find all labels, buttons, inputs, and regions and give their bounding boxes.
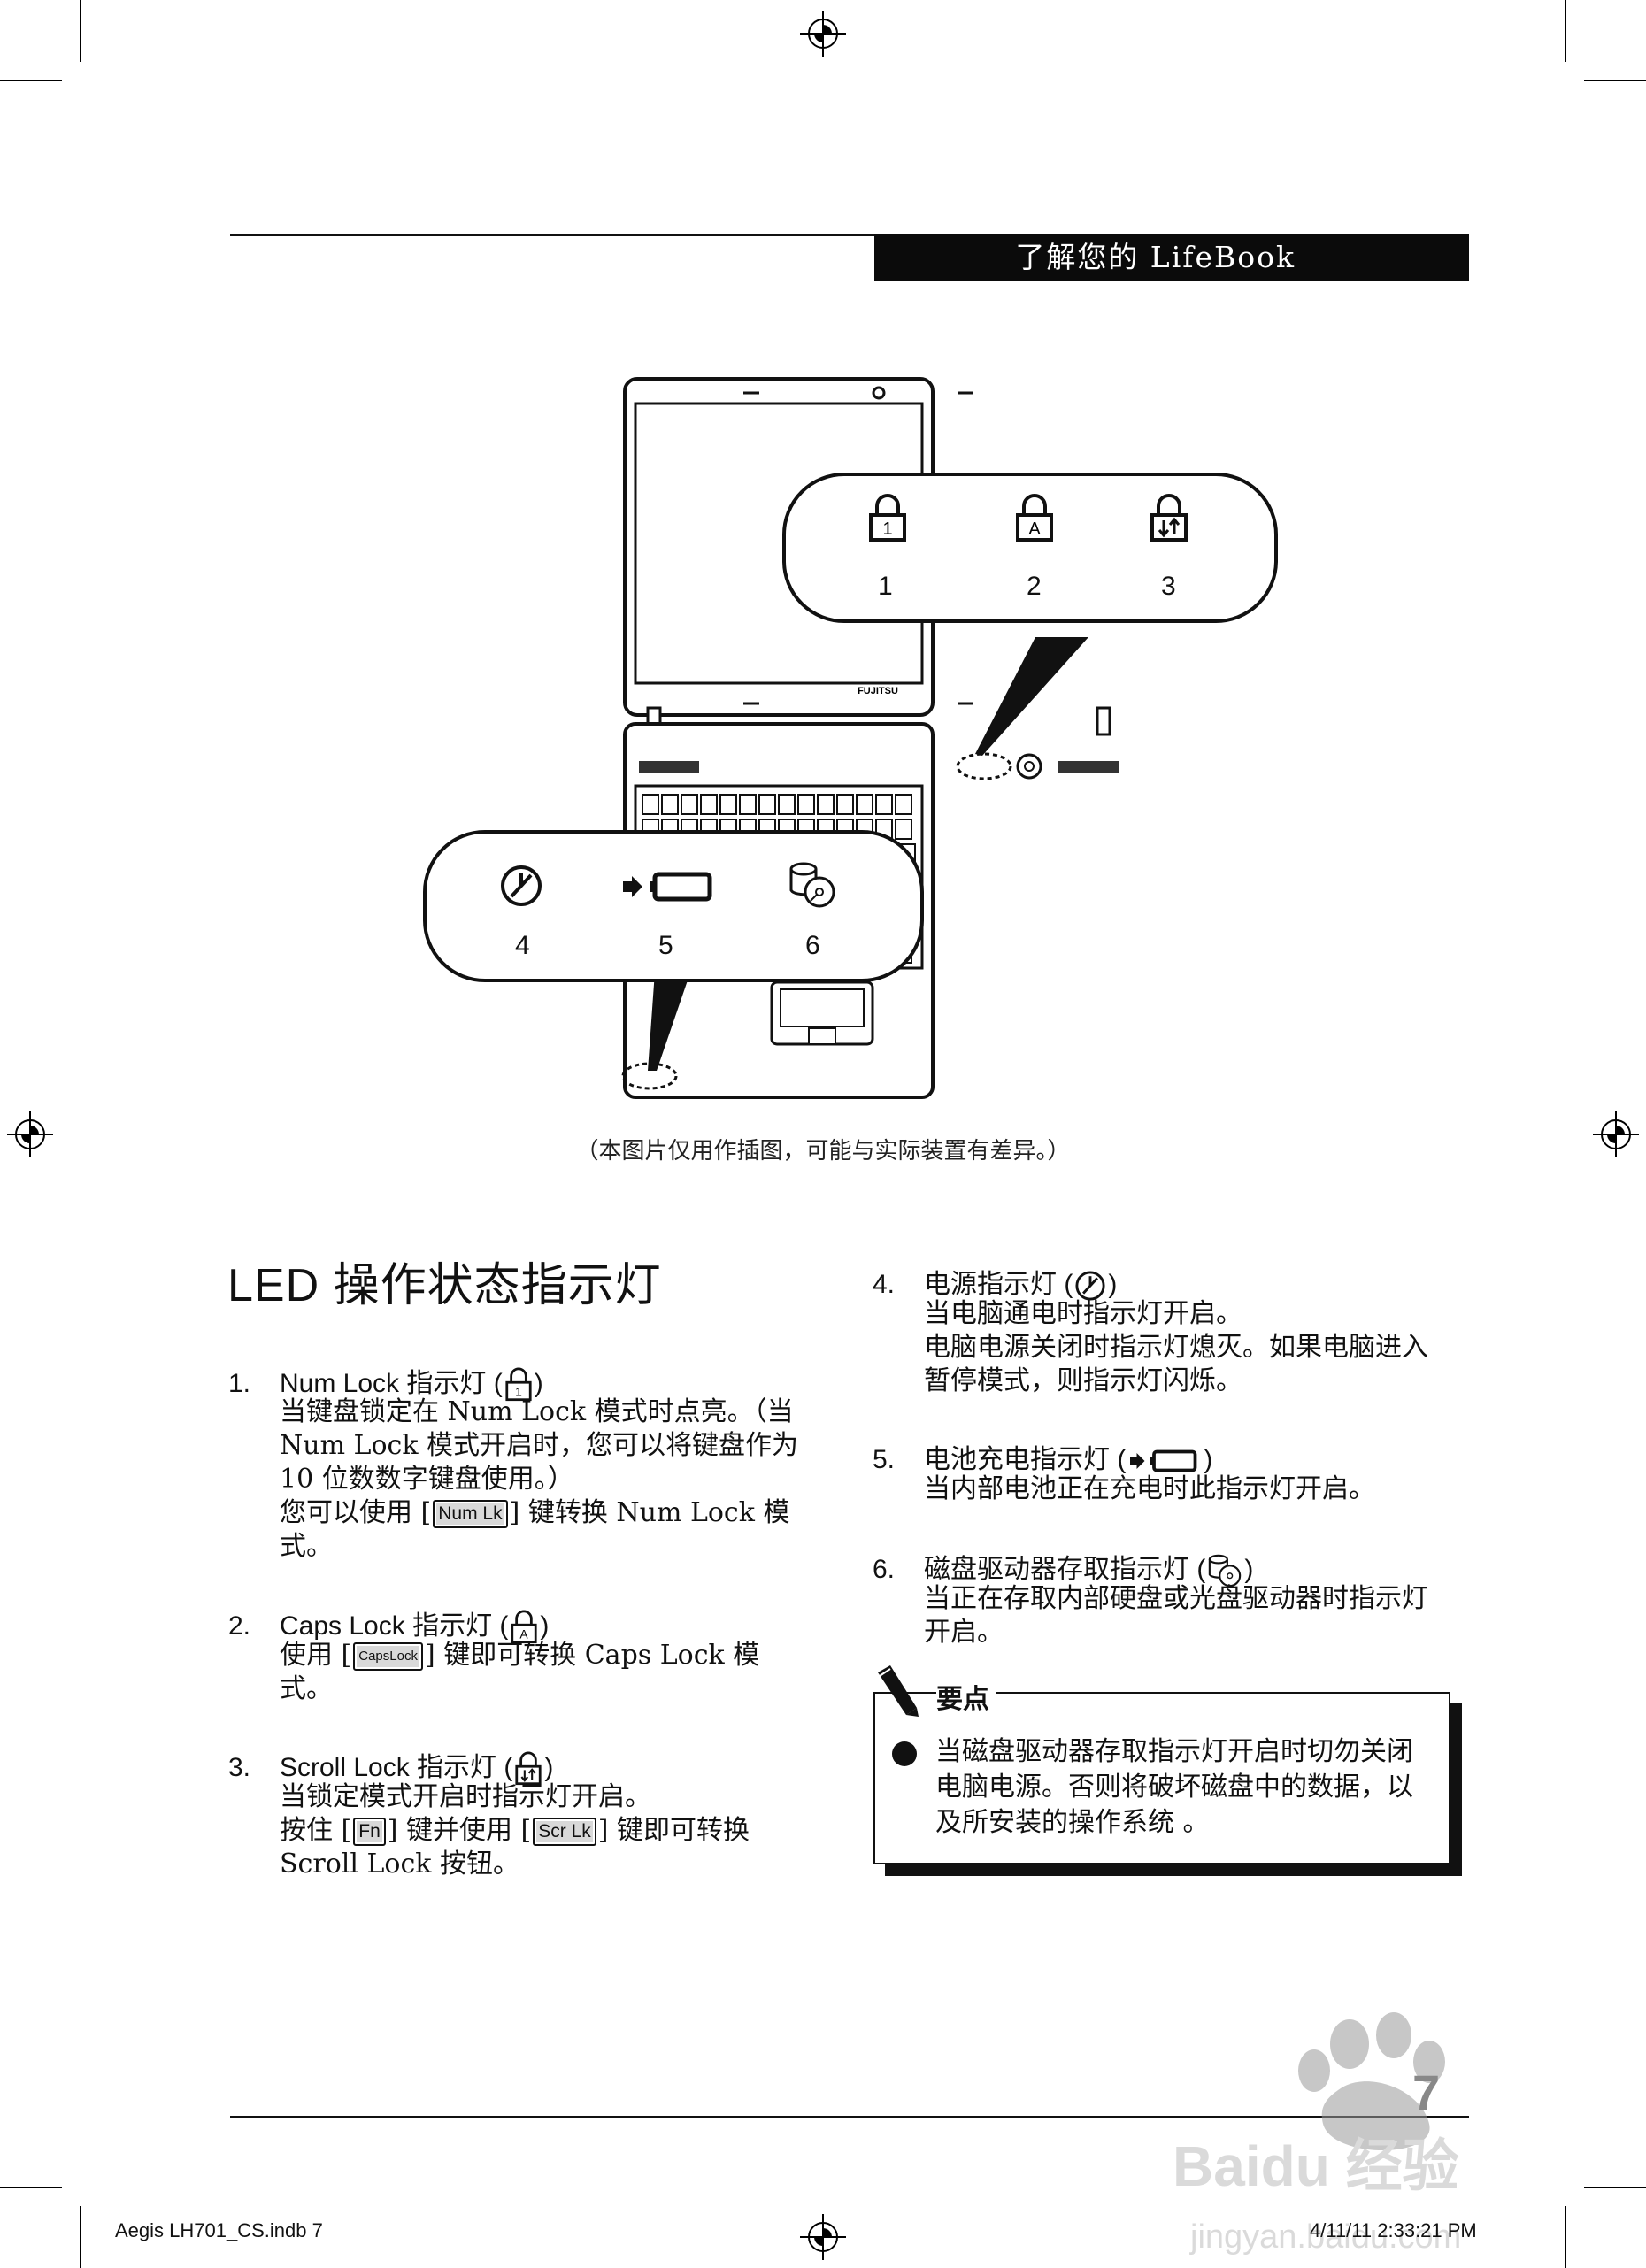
svg-text:A: A [1028,519,1041,539]
num-lk-key: Num Lk [433,1500,508,1528]
indicator-label-3: 3 [1161,572,1176,601]
item-5-body: 当内部电池正在充电时此指示灯开启。 [924,1473,1375,1504]
item-3-body: 当锁定模式开启时指示灯开启。 按住 [Fn] 键并使用 [Scr Lk] 键即可… [280,1781,750,1880]
battery-charge-icon [623,872,712,902]
num-lock-icon: 1 [505,1367,532,1402]
item-4-heading: 4.电源指示灯 () [873,1262,1117,1302]
registration-mark-icon [800,2214,846,2260]
item-6-body: 当正在存取内部硬盘或光盘驱动器时指示灯 开启。 [924,1583,1428,1648]
section-title: LED 操作状态指示灯 [227,1260,662,1311]
crop-mark [1584,2187,1646,2188]
disk-access-icon [789,862,835,908]
keyboard-key [778,794,796,815]
power-icon [501,865,542,906]
keyboard-key [875,794,893,815]
caps-lock-icon: A [1016,494,1053,542]
item-2-heading: 2.Caps Lock 指示灯 (A) [228,1603,549,1645]
crop-mark [1584,80,1646,81]
note-rule [1000,1692,1450,1694]
keyboard-key [719,794,737,815]
pencil-icon [878,1665,919,1717]
indicator-callout-bottom [423,830,924,982]
keyboard-key [681,794,698,815]
watermark-url: jingyan.baidu.com [1189,2218,1461,2256]
registration-mark-icon [7,1111,53,1157]
keyboard-key [758,794,776,815]
scroll-lock-icon [1150,494,1188,542]
brand-label: FUJITSU [858,686,898,696]
keyboard-key [817,794,835,815]
indicator-label-5: 5 [658,931,673,960]
crop-mark [0,80,62,81]
keyboard-key [895,819,912,840]
crop-mark [80,2206,81,2268]
footer-rule [230,2116,1469,2118]
item-5-heading: 5.电池充电指示灯 () [873,1445,1213,1474]
keyboard-key [895,794,912,815]
item-1-body: 当键盘锁定在 Num Lock 模式时点亮。（当 Num Lock 模式开启时，… [280,1396,799,1562]
watermark-brand: Baidu 经验 [1173,2134,1459,2198]
item-1-heading: 1.Num Lock 指示灯 (1) [228,1361,543,1403]
battery-charge-icon [1130,1449,1197,1472]
indicator-label-2: 2 [1027,572,1042,601]
item-4-body: 当电脑通电时指示灯开启。 电脑电源关闭时指示灯熄灭。如果电脑进入 暂停模式，则指… [924,1298,1428,1396]
item-3-heading: 3.Scroll Lock 指示灯 () [228,1745,553,1787]
crop-mark [1565,0,1566,62]
keyboard-key [797,794,815,815]
keyboard-key [836,794,854,815]
power-icon [1075,1271,1105,1301]
num-lock-icon: 1 [869,494,906,542]
indicator-label-6: 6 [805,931,820,960]
svg-text:1: 1 [515,1385,522,1399]
scr-lk-key: Scr Lk [533,1818,596,1846]
keyboard-key [700,794,718,815]
item-2-body: 使用 [CapsLock] 键即可转换 Caps Lock 模 式。 [280,1640,760,1704]
indicator-label-1: 1 [878,572,893,601]
item-6-heading: 6.磁盘驱动器存取指示灯 () [873,1547,1253,1588]
caps-lock-key: CapsLock [353,1642,423,1671]
indicator-label-4: 4 [515,931,530,960]
registration-mark-icon [800,11,846,57]
figure-caption: （本图片仅用作插图，可能与实际装置有差异。） [575,1138,1071,1165]
header-rule [230,234,876,236]
note-box [873,1692,1450,1864]
baidu-watermark: Baidu 经验 jingyan.baidu.com [1173,2012,1461,2256]
keyboard-key [856,794,873,815]
disk-access-icon [1209,1554,1242,1588]
crop-mark [0,2187,62,2188]
note-title: 要点 [936,1677,996,1716]
note-text: 当磁盘驱动器存取指示灯开启时切勿关闭 电脑电源。否则将破坏磁盘中的数据，以 及所… [935,1736,1413,1838]
svg-text:1: 1 [882,519,892,539]
svg-text:A: A [520,1627,529,1641]
bullet-icon [892,1741,917,1766]
scroll-lock-icon [515,1751,542,1786]
keyboard-key [661,794,679,815]
crop-mark [80,0,81,62]
registration-mark-icon [1593,1111,1639,1157]
page-number: 7 [1412,2064,1441,2120]
fn-key: Fn [353,1818,386,1846]
footer-timestamp: 4/11/11 2:33:21 PM [1310,2219,1477,2241]
footer-filename: Aegis LH701_CS.indb 7 [115,2219,323,2241]
keyboard-key [739,794,757,815]
header-title: 了解您的 LifeBook [874,234,1469,281]
caps-lock-icon: A [511,1610,538,1644]
keyboard-key [642,794,659,815]
crop-mark [1565,2206,1566,2268]
